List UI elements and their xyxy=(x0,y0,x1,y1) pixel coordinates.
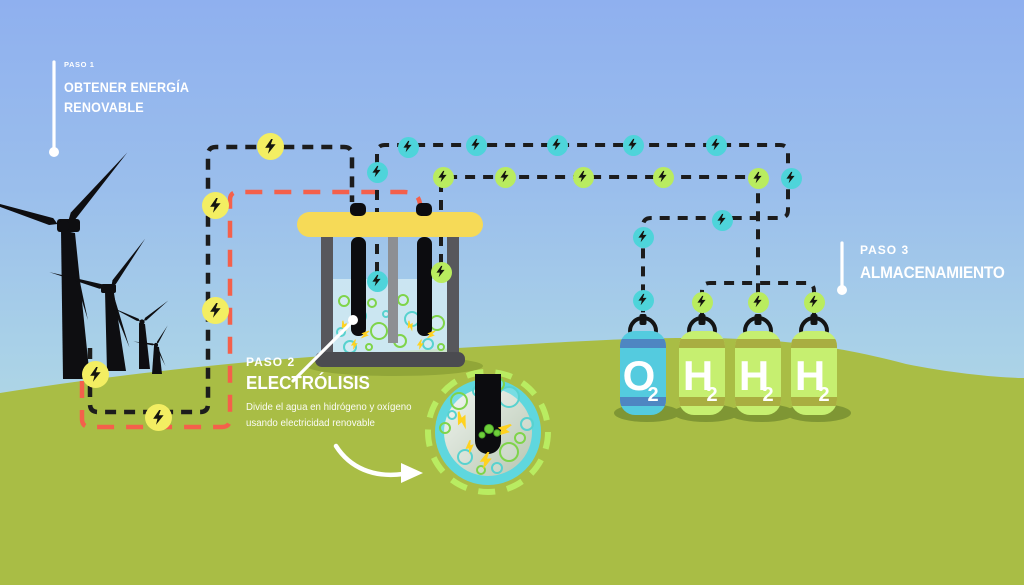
cathode-terminal xyxy=(350,203,366,216)
tank-label-symbol: H xyxy=(739,352,769,399)
storage-tank-hydrogen-1: H 2 xyxy=(673,314,739,422)
magnifier-curved-arrow xyxy=(333,443,423,483)
storage-tanks: O 2 H 2 xyxy=(614,314,851,422)
electrolysis-magnifier xyxy=(425,369,551,495)
electricity-wire-red xyxy=(79,189,424,430)
step2-block: PASO 2 ELECTRÓLISIS Divide el agua en hi… xyxy=(246,355,417,431)
oxygen-bolt-icon xyxy=(711,209,733,231)
storage-tank-hydrogen-3: H 2 xyxy=(785,314,851,422)
step3-kicker: PASO 3 xyxy=(860,243,910,257)
electrode-cathode xyxy=(351,237,366,336)
magnifier-gas-molecules xyxy=(478,424,501,439)
tank-label-subscript: 2 xyxy=(706,384,717,406)
wind-turbine-large xyxy=(0,149,130,379)
storage-tank-hydrogen-2: H 2 xyxy=(729,314,795,422)
step1-block: PASO 1 OBTENER ENERGÍA RENOVABLE xyxy=(64,60,203,118)
step2-description: Divide el agua en hidrógeno y oxígeno us… xyxy=(246,402,412,429)
storage-tank-oxygen: O 2 xyxy=(614,314,680,422)
oxygen-bolt-icon xyxy=(632,289,654,311)
oxygen-bolt-icon xyxy=(546,134,568,156)
oxygen-bolt-icon xyxy=(366,270,388,292)
electricity-bolt-icon xyxy=(256,132,284,160)
electricity-bolt-icon xyxy=(201,191,229,219)
hydrogen-bolt-icon xyxy=(572,166,594,188)
tank-label-subscript: 2 xyxy=(647,384,658,406)
magnified-electrode xyxy=(475,374,501,454)
step3-title: ALMACENAMIENTO xyxy=(860,264,1005,282)
magnifier-dashed-ring xyxy=(425,369,551,495)
anode-terminal xyxy=(416,203,432,216)
cell-wall-left xyxy=(321,237,333,359)
electricity-bolt-icon xyxy=(81,360,109,388)
cell-membrane-divider xyxy=(388,237,398,343)
cell-base xyxy=(315,352,465,367)
step3-marker-pin xyxy=(837,241,847,295)
cell-lid xyxy=(297,212,483,237)
step2-title: ELECTRÓLISIS xyxy=(246,372,370,393)
electrolysis-cell xyxy=(297,143,816,376)
electricity-bolt-icon xyxy=(201,296,229,324)
hydrogen-bolt-icon xyxy=(803,291,825,313)
electricity-wire-black xyxy=(87,144,355,415)
step1-title: OBTENER ENERGÍA RENOVABLE xyxy=(64,79,190,115)
hydrogen-bolt-icon xyxy=(652,166,674,188)
hydrogen-bolt-icon xyxy=(432,166,454,188)
step1-kicker: PASO 1 xyxy=(64,60,95,69)
electrode-anode xyxy=(417,237,432,336)
hydrogen-bolt-icon xyxy=(747,291,769,313)
hydrogen-manifold-pipe xyxy=(700,281,816,318)
hydrogen-bolt-icon xyxy=(430,261,452,283)
oxygen-bolt-icon xyxy=(465,134,487,156)
electricity-bolt-icon xyxy=(144,403,172,431)
oxygen-bolt-icon xyxy=(366,161,388,183)
wind-turbine-tiny xyxy=(133,324,169,374)
electrode-pointer-line xyxy=(291,315,358,383)
tank-label-symbol: H xyxy=(795,352,825,399)
wind-turbine-medium xyxy=(48,236,147,371)
hydrogen-bolt-icon xyxy=(494,166,516,188)
wind-turbine-small xyxy=(110,299,170,369)
tank-label-symbol: H xyxy=(683,352,713,399)
oxygen-bolt-icon xyxy=(705,134,727,156)
step2-kicker: PASO 2 xyxy=(246,355,296,369)
tank-label-subscript: 2 xyxy=(818,384,829,406)
step3-block: PASO 3 ALMACENAMIENTO xyxy=(860,243,1015,283)
oxygen-bolt-icon xyxy=(622,134,644,156)
oxygen-bolt-icon xyxy=(632,226,654,248)
hydrogen-bolt-icon xyxy=(691,291,713,313)
tank-label-subscript: 2 xyxy=(762,384,773,406)
oxygen-bolt-icon xyxy=(780,167,802,189)
cell-wall-right xyxy=(447,237,459,359)
hydrogen-bolt-icon xyxy=(747,167,769,189)
tank-label-symbol: O xyxy=(623,352,656,399)
oxygen-bolt-icon xyxy=(397,136,419,158)
step1-marker-pin xyxy=(49,60,59,157)
